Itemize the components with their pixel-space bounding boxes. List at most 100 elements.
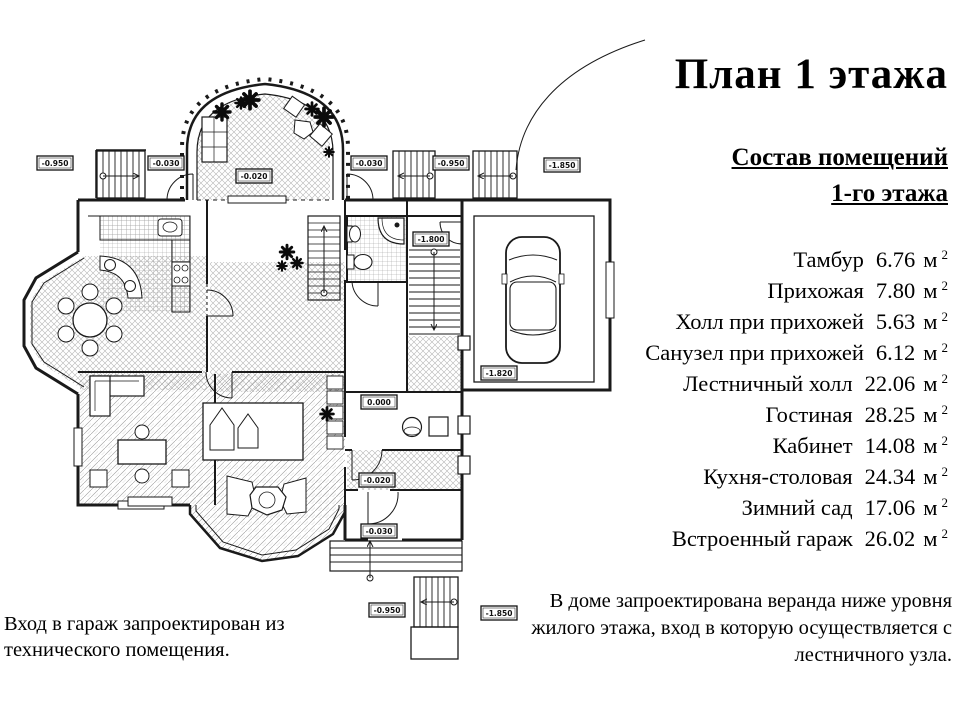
- room-area: 5.63: [875, 309, 916, 334]
- office-furniture: [89, 375, 190, 507]
- elevation-marker: -1.850: [543, 157, 581, 173]
- plant-icon: [239, 89, 261, 111]
- area-superscript: 2: [941, 495, 949, 510]
- subtitle-line-2: 1-го этажа: [831, 180, 948, 207]
- area-unit: м: [923, 464, 938, 489]
- interior-stair-small: [307, 215, 341, 301]
- area-unit: м: [923, 371, 938, 396]
- svg-text:-0.030: -0.030: [153, 159, 180, 168]
- svg-text:-0.020: -0.020: [364, 476, 391, 485]
- room-area: 22.06: [864, 371, 916, 396]
- area-superscript: 2: [941, 309, 949, 324]
- svg-text:-1.820: -1.820: [486, 369, 513, 378]
- entry-room-furniture: [401, 416, 449, 438]
- furniture: [57, 95, 565, 517]
- room-name: Кухня-столовая: [703, 464, 853, 489]
- room-area: 6.12: [875, 340, 916, 365]
- area-unit: м: [923, 526, 938, 551]
- elevation-marker: -0.950: [432, 155, 470, 171]
- svg-text:-0.950: -0.950: [374, 606, 401, 615]
- bathroom-fixtures: [346, 217, 405, 271]
- porch-stair-top-left: [96, 150, 146, 199]
- area-superscript: 2: [941, 371, 949, 386]
- room-name: Прихожая: [767, 278, 864, 303]
- room-name: Лестничный холл: [683, 371, 853, 396]
- car-icon: [501, 236, 565, 364]
- area-unit: м: [923, 433, 938, 458]
- room-name: Тамбур: [793, 247, 864, 272]
- svg-text:-0.950: -0.950: [438, 159, 465, 168]
- elevation-marker: -1.820: [480, 365, 518, 381]
- floor-plan-drawing: -0.950 -0.030 -0.020 -0.030 -0.950 -1.850 -1.8…: [22, 39, 646, 660]
- room-area: 24.34: [864, 464, 916, 489]
- porch-stair-top-mid: [392, 150, 436, 199]
- elevation-marker: -0.020: [358, 472, 396, 488]
- stairhall-landing-floor: [407, 336, 462, 392]
- living-furniture: [202, 375, 344, 517]
- elevation-marker: -0.020: [235, 168, 273, 184]
- svg-text:-0.030: -0.030: [356, 159, 383, 168]
- room-area: 14.08: [864, 433, 916, 458]
- walls: [22, 76, 615, 563]
- svg-text:-0.030: -0.030: [366, 527, 393, 536]
- leader-curve: [515, 39, 646, 171]
- subtitle-line-1: Состав помещений: [731, 144, 948, 171]
- plant-icon: [290, 256, 304, 270]
- hall-floor: [210, 262, 345, 392]
- doors: [166, 173, 463, 525]
- room-name: Холл при прихожей: [675, 309, 864, 334]
- room-area: 26.02: [864, 526, 916, 551]
- plant-icon: [304, 101, 320, 117]
- page-title: План 1 этажа: [674, 51, 948, 98]
- area-unit: м: [923, 278, 938, 303]
- elevation-marker: 0.000: [360, 394, 398, 410]
- elevation-markers: -0.950 -0.030 -0.020 -0.030 -0.950 -1.850 -1.8…: [36, 155, 581, 621]
- plant-icon: [278, 243, 296, 261]
- stairs: [96, 39, 646, 660]
- area-unit: м: [923, 402, 938, 427]
- elevation-marker: -0.950: [368, 602, 406, 618]
- veranda-furniture: [201, 95, 333, 204]
- svg-text:-1.850: -1.850: [486, 609, 513, 618]
- svg-text:0.000: 0.000: [367, 398, 391, 407]
- area-superscript: 2: [941, 340, 949, 355]
- area-unit: м: [923, 309, 938, 334]
- plant-icon: [319, 406, 335, 422]
- room-name: Встроенный гараж: [671, 526, 853, 551]
- elevation-marker: -1.850: [480, 605, 518, 621]
- plant-icon: [313, 106, 335, 128]
- main-staircase: [409, 248, 460, 335]
- elevation-marker: -1.800: [412, 231, 450, 247]
- area-superscript: 2: [941, 526, 949, 541]
- area-superscript: 2: [941, 464, 949, 479]
- area-superscript: 2: [941, 433, 949, 448]
- note-veranda: В доме запроектирована веранда ниже уров…: [531, 590, 952, 666]
- dining-table: [57, 283, 123, 357]
- room-name: Санузел при прихожей: [645, 340, 864, 365]
- elevation-marker: -0.030: [360, 523, 398, 539]
- elevation-marker: -0.030: [350, 155, 388, 171]
- area-unit: м: [923, 495, 938, 520]
- svg-text:-0.950: -0.950: [42, 159, 69, 168]
- note-garage: Вход в гараж запроектирован из техническ…: [4, 613, 285, 661]
- plant-icon: [323, 146, 335, 158]
- entrance-steps-bottom: [329, 541, 463, 660]
- room-name: Гостиная: [765, 402, 853, 427]
- room-name: Кабинет: [772, 433, 853, 458]
- elevation-marker: -0.030: [147, 155, 185, 171]
- room-area: 6.76: [875, 247, 916, 272]
- plant-icon: [212, 102, 232, 122]
- svg-text:-1.850: -1.850: [549, 161, 576, 170]
- kitchen-counter: [99, 215, 191, 313]
- porch-stair-top-right: [472, 150, 518, 199]
